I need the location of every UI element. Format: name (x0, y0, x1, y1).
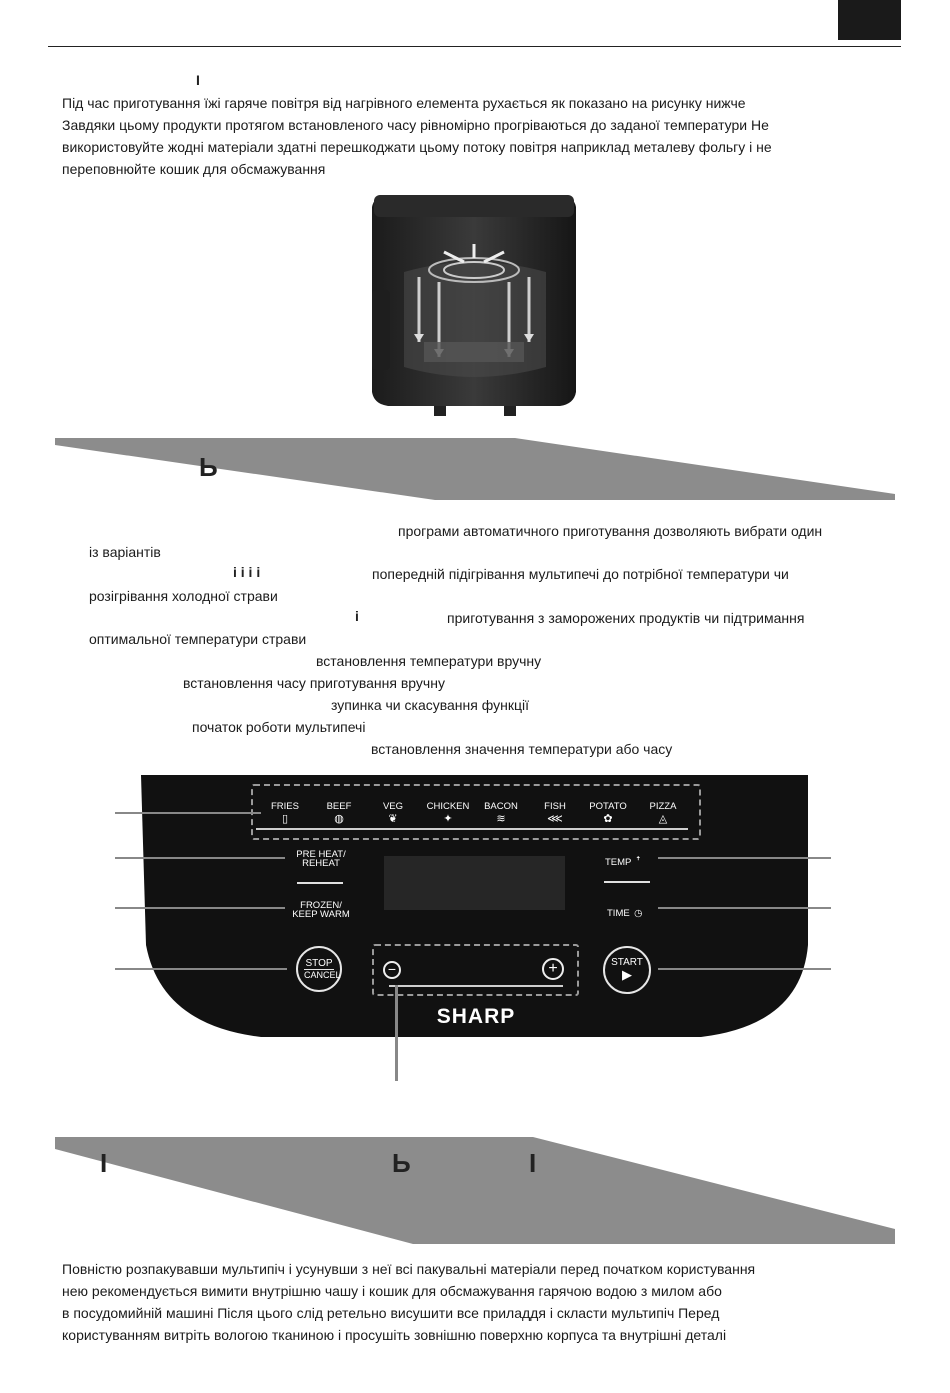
section2-fragment-1: І (100, 1148, 108, 1178)
time-button[interactable]: TIME ◷ (607, 903, 657, 921)
start-label: START (611, 957, 643, 968)
plusminus-desc: встановлення значення температури або ча… (371, 741, 673, 757)
stop-cancel-button[interactable]: STOP CANCEL (296, 946, 342, 992)
section2-fragment-3: І (529, 1148, 537, 1178)
stop-desc: зупинка чи скасування функції (331, 697, 529, 713)
section-band-2 (55, 1137, 895, 1244)
control-panel: FRIES ▯ BEEF ◍ VEG ❦ CHICKEN ✦ BACON ≋ F… (141, 775, 808, 1043)
program-bacon[interactable]: BACON ≋ (481, 801, 521, 825)
bacon-icon: ≋ (496, 813, 506, 825)
callout-adjust (395, 985, 398, 1081)
program-label: CHICKEN (426, 801, 470, 812)
intro-line-2: Завдяки цьому продукти протягом встановл… (62, 117, 769, 133)
thermometer-icon: ꜛ (635, 857, 641, 868)
start-button[interactable]: START ▶ (603, 946, 651, 994)
frozen-button[interactable]: FROZEN/ KEEP WARM (281, 900, 361, 920)
program-fish[interactable]: FISH ⋘ (537, 801, 573, 825)
temp-desc: встановлення температури вручну (316, 653, 542, 669)
plus-button[interactable]: + (542, 958, 564, 980)
program-chicken[interactable]: CHICKEN ✦ (423, 801, 473, 825)
pizza-icon: ◬ (658, 813, 668, 825)
preheat-desc: попередній підігрівання мультипечі до по… (372, 566, 789, 582)
section2-fragment-2: Ь (392, 1148, 411, 1178)
section-band-1 (55, 438, 895, 500)
programs-desc: програми автоматичного приготування дозв… (398, 523, 823, 539)
temp-label: TEMP (605, 857, 632, 868)
panel-divider-left (297, 882, 343, 884)
programs-group (251, 784, 701, 840)
fish-icon: ⋘ (547, 813, 563, 825)
top-rule (48, 46, 901, 47)
display-screen (384, 856, 565, 910)
programs-desc-2: із варіантів (89, 544, 161, 560)
callout-preheat (115, 857, 285, 859)
fries-icon: ▯ (281, 813, 289, 825)
callout-frozen (115, 907, 285, 909)
time-label: TIME (607, 908, 630, 919)
program-label: VEG (382, 801, 404, 812)
program-label: FISH (544, 801, 566, 812)
adjust-underline (389, 985, 563, 987)
preheat-fragment: і і і і (233, 564, 261, 580)
stop-label: STOP (305, 958, 333, 969)
program-label: BEEF (326, 801, 352, 812)
callout-stop (115, 968, 287, 970)
programs-underline (256, 828, 688, 830)
intro-line-1: Під час приготування їжі гаряче повітря … (62, 95, 746, 111)
program-label: POTATO (589, 801, 627, 812)
intro-line-3: використовуйте жодні матеріали здатні пе… (62, 139, 772, 155)
minus-button[interactable]: − (383, 961, 401, 979)
preheat-desc-2: розігрівання холодної страви (89, 588, 278, 604)
program-label: BACON (484, 801, 518, 812)
program-beef[interactable]: BEEF ◍ (321, 801, 357, 825)
frozen-desc: приготування з заморожених продуктів чи … (447, 610, 805, 626)
frozen-label-1: FROZEN/ (300, 900, 342, 911)
callout-start (658, 968, 831, 970)
preheat-label-2: REHEAT (302, 858, 340, 869)
clock-icon: ◷ (634, 908, 643, 919)
program-label: FRIES (271, 801, 299, 812)
cleaning-line-2: нею рекомендується вимити внутрішню чашу… (62, 1283, 722, 1299)
veg-icon: ❦ (388, 813, 398, 825)
start-desc: початок роботи мультипечі (192, 719, 366, 735)
intro-heading-fragment: І (196, 72, 200, 88)
potato-icon: ✿ (603, 813, 613, 825)
callout-time (658, 907, 831, 909)
cancel-label: CANCEL (304, 969, 341, 980)
brand-logo: SHARP (436, 1005, 516, 1028)
program-potato[interactable]: POTATO ✿ (585, 801, 631, 825)
frozen-fragment: і (355, 608, 359, 624)
program-label: PIZZA (649, 801, 677, 812)
chicken-icon: ✦ (443, 813, 453, 825)
air-fryer-illustration (364, 192, 584, 422)
section1-heading-fragment: Ь (199, 452, 218, 482)
temp-button[interactable]: TEMP ꜛ (605, 852, 655, 870)
preheat-button[interactable]: PRE HEAT/ REHEAT (281, 849, 361, 869)
intro-line-4: переповнюйте кошик для обсмажування (62, 161, 326, 177)
preheat-label-1: PRE HEAT/ (296, 849, 346, 860)
frozen-desc-2: оптимальної температури страви (89, 631, 307, 647)
time-desc: встановлення часу приготування вручну (183, 675, 445, 691)
beef-icon: ◍ (334, 813, 344, 825)
program-pizza[interactable]: PIZZA ◬ (643, 801, 683, 825)
page-tab (838, 0, 901, 40)
callout-programs (115, 812, 261, 814)
cleaning-line-1: Повністю розпакувавши мультипіч і усунув… (62, 1261, 756, 1277)
panel-divider-right (604, 881, 650, 883)
callout-temp (658, 857, 831, 859)
play-icon: ▶ (622, 967, 632, 982)
cleaning-line-3: в посудомийній машині Після цього слід р… (62, 1305, 720, 1321)
cleaning-line-4: користуванням витріть вологою тканиною і… (62, 1327, 727, 1343)
program-veg[interactable]: VEG ❦ (375, 801, 411, 825)
program-fries[interactable]: FRIES ▯ (267, 801, 303, 825)
frozen-label-2: KEEP WARM (292, 909, 350, 920)
adjust-group (372, 944, 579, 996)
